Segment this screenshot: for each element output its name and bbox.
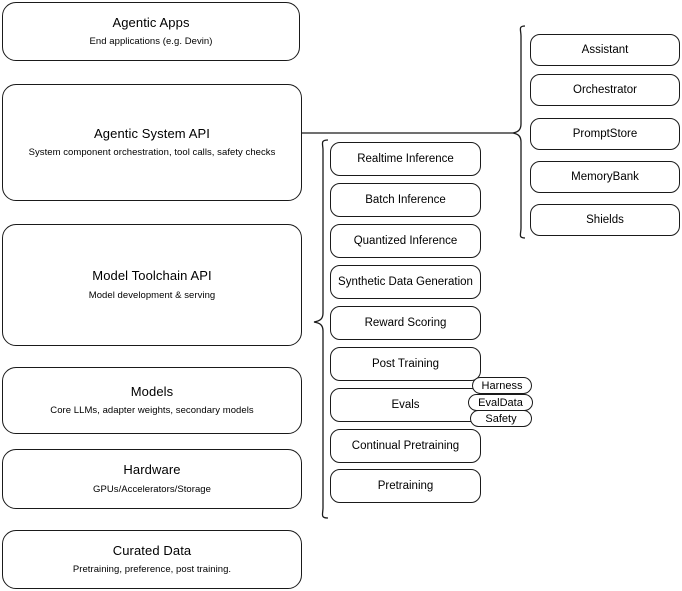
layer-box-models[interactable]: Models Core LLMs, adapter weights, secon… [2, 367, 302, 434]
item-label: Post Training [371, 357, 440, 370]
layer-box-model-toolchain-api[interactable]: Model Toolchain API Model development & … [2, 224, 302, 346]
layer-title: Model Toolchain API [92, 268, 212, 284]
layer-title: Hardware [123, 462, 181, 478]
toolchain-item-realtime-inference[interactable]: Realtime Inference [330, 142, 481, 176]
toolchain-item-pretraining[interactable]: Pretraining [330, 469, 481, 503]
toolchain-item-synthetic-data-generation[interactable]: Synthetic Data Generation [330, 265, 481, 299]
evals-badge-harness[interactable]: Harness [472, 377, 532, 394]
layer-box-agentic-system-api[interactable]: Agentic System API System component orch… [2, 84, 302, 201]
item-label: Reward Scoring [364, 316, 447, 329]
system-item-memorybank[interactable]: MemoryBank [530, 161, 680, 193]
toolchain-item-reward-scoring[interactable]: Reward Scoring [330, 306, 481, 340]
item-label: Batch Inference [365, 193, 446, 206]
system-item-promptstore[interactable]: PromptStore [530, 118, 680, 150]
badge-label: EvalData [478, 396, 523, 409]
badge-label: Safety [485, 412, 517, 425]
system-item-orchestrator[interactable]: Orchestrator [530, 74, 680, 106]
item-label: Orchestrator [573, 83, 637, 96]
toolchain-item-evals[interactable]: Evals [330, 388, 481, 422]
layer-subtitle: Model development & serving [88, 289, 216, 301]
layer-box-hardware[interactable]: Hardware GPUs/Accelerators/Storage [2, 449, 302, 509]
toolchain-item-batch-inference[interactable]: Batch Inference [330, 183, 481, 217]
layer-subtitle: Pretraining, preference, post training. [72, 564, 232, 576]
evals-badge-evaldata[interactable]: EvalData [468, 394, 533, 411]
toolchain-item-post-training[interactable]: Post Training [330, 347, 481, 381]
layer-title: Agentic System API [94, 125, 210, 141]
item-label: MemoryBank [571, 170, 639, 183]
system-item-assistant[interactable]: Assistant [530, 34, 680, 66]
layer-subtitle: Core LLMs, adapter weights, secondary mo… [50, 405, 254, 417]
layer-title: Curated Data [112, 542, 192, 558]
layer-subtitle: System component orchestration, tool cal… [28, 147, 276, 159]
layer-title: Models [130, 383, 174, 399]
toolchain-item-quantized-inference[interactable]: Quantized Inference [330, 224, 481, 258]
layer-box-curated-data[interactable]: Curated Data Pretraining, preference, po… [2, 530, 302, 589]
item-label: Assistant [581, 43, 629, 56]
system-item-shields[interactable]: Shields [530, 204, 680, 236]
layer-box-agentic-apps[interactable]: Agentic Apps End applications (e.g. Devi… [2, 2, 300, 61]
item-label: Pretraining [377, 479, 434, 492]
item-label: Evals [391, 398, 420, 411]
layer-subtitle: GPUs/Accelerators/Storage [93, 483, 211, 495]
toolchain-item-continual-pretraining[interactable]: Continual Pretraining [330, 429, 481, 463]
layer-subtitle: End applications (e.g. Devin) [89, 36, 213, 48]
brace-toolchain-items [313, 139, 329, 519]
item-label: Shields [586, 213, 624, 226]
item-label: Continual Pretraining [351, 439, 460, 452]
layer-title: Agentic Apps [112, 14, 190, 30]
evals-badge-safety[interactable]: Safety [470, 410, 532, 427]
item-label: Quantized Inference [353, 234, 458, 247]
item-label: PromptStore [572, 127, 638, 140]
item-label: Synthetic Data Generation [338, 275, 473, 288]
brace-system-components [512, 25, 526, 239]
item-label: Realtime Inference [357, 152, 454, 165]
badge-label: Harness [481, 379, 523, 392]
